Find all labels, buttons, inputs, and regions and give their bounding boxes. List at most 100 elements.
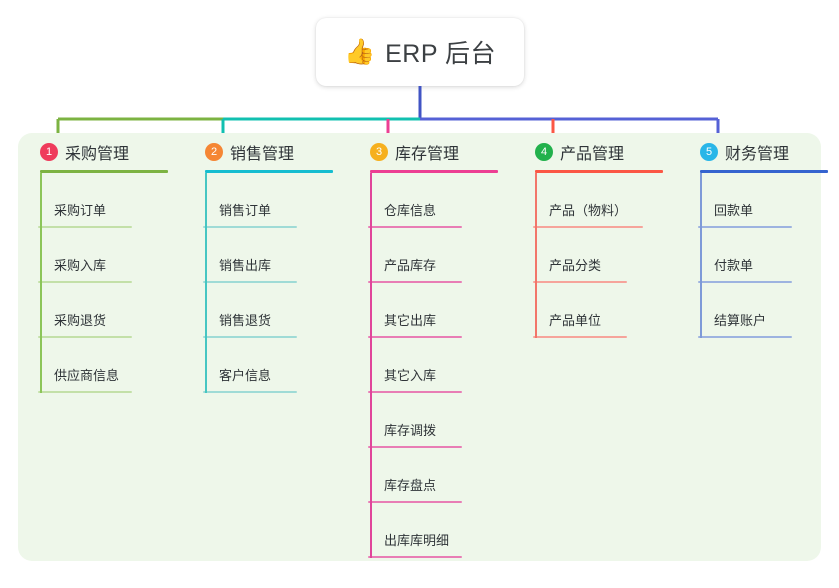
leaf-item-label: 供应商信息 bbox=[54, 368, 120, 383]
column-title-3: 库存管理 bbox=[395, 145, 460, 163]
leaf-item-label: 产品（物料） bbox=[549, 203, 628, 218]
leaf-item-label: 回款单 bbox=[714, 203, 754, 218]
leaf-item-rule bbox=[368, 556, 462, 558]
leaf-item[interactable]: 产品库存 bbox=[368, 228, 513, 283]
root-node-card[interactable]: 👍 ERP 后台 bbox=[316, 18, 524, 86]
leaf-item-rule bbox=[698, 226, 792, 228]
leaf-item-rule bbox=[533, 336, 627, 338]
leaf-item-label: 客户信息 bbox=[219, 368, 272, 383]
column-items-2: 销售订单销售出库销售退货客户信息 bbox=[203, 173, 348, 393]
leaf-item[interactable]: 产品（物料） bbox=[533, 173, 678, 228]
column-title-2: 销售管理 bbox=[230, 145, 295, 163]
leaf-item[interactable]: 其它出库 bbox=[368, 283, 513, 338]
leaf-item-rule bbox=[203, 336, 297, 338]
thumbs-up-icon: 👍 bbox=[343, 37, 376, 66]
column-rail-2 bbox=[205, 173, 207, 393]
column-2: 2 销售管理销售订单销售出库销售退货客户信息 bbox=[183, 133, 348, 561]
leaf-item-rule bbox=[533, 226, 643, 228]
leaf-item-rule bbox=[368, 226, 462, 228]
column-rail-1 bbox=[40, 173, 42, 393]
column-rail-5 bbox=[700, 173, 702, 338]
leaf-item-rule bbox=[38, 336, 132, 338]
leaf-item[interactable]: 供应商信息 bbox=[38, 338, 183, 393]
column-badge-3: 3 bbox=[370, 142, 388, 161]
leaf-item-rule bbox=[698, 336, 792, 338]
column-items-1: 采购订单采购入库采购退货供应商信息 bbox=[38, 173, 183, 393]
column-header-5[interactable]: 5 财务管理 bbox=[698, 133, 839, 170]
column-title-4: 产品管理 bbox=[560, 145, 625, 163]
leaf-item[interactable]: 销售退货 bbox=[203, 283, 348, 338]
column-items-4: 产品（物料） 产品分类产品单位 bbox=[533, 173, 678, 338]
leaf-item[interactable]: 客户信息 bbox=[203, 338, 348, 393]
leaf-item-rule bbox=[38, 226, 132, 228]
leaf-item[interactable]: 销售出库 bbox=[203, 228, 348, 283]
column-title-1: 采购管理 bbox=[65, 145, 130, 163]
column-header-3[interactable]: 3 库存管理 bbox=[368, 133, 513, 170]
column-items-5: 回款单付款单结算账户 bbox=[698, 173, 839, 338]
leaf-item[interactable]: 产品分类 bbox=[533, 228, 678, 283]
leaf-item[interactable]: 采购入库 bbox=[38, 228, 183, 283]
column-5: 5 财务管理回款单付款单结算账户 bbox=[678, 133, 839, 561]
leaf-item-label: 产品分类 bbox=[549, 258, 602, 273]
leaf-item[interactable]: 付款单 bbox=[698, 228, 839, 283]
column-1: 1 采购管理采购订单采购入库采购退货供应商信息 bbox=[18, 133, 183, 561]
leaf-item-rule bbox=[368, 446, 462, 448]
leaf-item-label: 采购退货 bbox=[54, 313, 107, 328]
leaf-item-label: 产品库存 bbox=[384, 258, 437, 273]
column-badge-4: 4 bbox=[535, 142, 553, 161]
leaf-item-rule bbox=[203, 281, 297, 283]
leaf-item-label: 库存调拨 bbox=[384, 423, 437, 438]
column-container: 1 采购管理采购订单采购入库采购退货供应商信息 2 销售管理销售订单销售出库销售退货客… bbox=[18, 133, 828, 561]
leaf-item[interactable]: 销售订单 bbox=[203, 173, 348, 228]
leaf-item[interactable]: 其它入库 bbox=[368, 338, 513, 393]
column-badge-1: 1 bbox=[40, 142, 58, 161]
leaf-item-rule bbox=[533, 281, 627, 283]
column-header-rule-5 bbox=[700, 170, 828, 173]
column-items-3: 仓库信息产品库存其它出库其它入库库存调拨库存盘点出库库明细 bbox=[368, 173, 513, 558]
column-badge-2: 2 bbox=[205, 142, 223, 161]
column-rail-3 bbox=[370, 173, 372, 558]
leaf-item[interactable]: 库存盘点 bbox=[368, 448, 513, 503]
column-header-rule-4 bbox=[535, 170, 663, 173]
leaf-item-rule bbox=[368, 281, 462, 283]
column-header-1[interactable]: 1 采购管理 bbox=[38, 133, 183, 170]
leaf-item[interactable]: 采购退货 bbox=[38, 283, 183, 338]
leaf-item-label: 销售退货 bbox=[219, 313, 272, 328]
leaf-item-rule bbox=[368, 336, 462, 338]
leaf-item-label: 采购订单 bbox=[54, 203, 107, 218]
leaf-item-label: 采购入库 bbox=[54, 258, 107, 273]
leaf-item-label: 仓库信息 bbox=[384, 203, 437, 218]
leaf-item-label: 出库库明细 bbox=[384, 533, 450, 548]
column-header-rule-1 bbox=[40, 170, 168, 173]
leaf-item-label: 其它出库 bbox=[384, 313, 437, 328]
leaf-item[interactable]: 仓库信息 bbox=[368, 173, 513, 228]
leaf-item[interactable]: 结算账户 bbox=[698, 283, 839, 338]
root-node-title: ERP 后台 bbox=[385, 40, 497, 68]
leaf-item-label: 产品单位 bbox=[549, 313, 602, 328]
column-title-5: 财务管理 bbox=[725, 145, 790, 163]
leaf-item[interactable]: 采购订单 bbox=[38, 173, 183, 228]
leaf-item-rule bbox=[203, 226, 297, 228]
leaf-item-rule bbox=[368, 391, 462, 393]
column-header-rule-3 bbox=[370, 170, 498, 173]
column-3: 3 库存管理仓库信息产品库存其它出库其它入库库存调拨库存盘点出库库明细 bbox=[348, 133, 513, 561]
leaf-item-rule bbox=[698, 281, 792, 283]
column-header-4[interactable]: 4 产品管理 bbox=[533, 133, 678, 170]
leaf-item-label: 结算账户 bbox=[714, 313, 767, 328]
diagram-panel bbox=[18, 133, 821, 561]
column-header-2[interactable]: 2 销售管理 bbox=[203, 133, 348, 170]
column-4: 4 产品管理产品（物料） 产品分类产品单位 bbox=[513, 133, 678, 561]
column-badge-5: 5 bbox=[700, 142, 718, 161]
leaf-item-rule bbox=[203, 391, 297, 393]
leaf-item-label: 销售订单 bbox=[219, 203, 272, 218]
leaf-item-label: 销售出库 bbox=[219, 258, 272, 273]
column-rail-4 bbox=[535, 173, 537, 338]
leaf-item[interactable]: 出库库明细 bbox=[368, 503, 513, 558]
column-header-rule-2 bbox=[205, 170, 333, 173]
leaf-item[interactable]: 回款单 bbox=[698, 173, 839, 228]
leaf-item[interactable]: 产品单位 bbox=[533, 283, 678, 338]
leaf-item-label: 库存盘点 bbox=[384, 478, 437, 493]
leaf-item[interactable]: 库存调拨 bbox=[368, 393, 513, 448]
leaf-item-rule bbox=[38, 391, 132, 393]
leaf-item-label: 其它入库 bbox=[384, 368, 437, 383]
